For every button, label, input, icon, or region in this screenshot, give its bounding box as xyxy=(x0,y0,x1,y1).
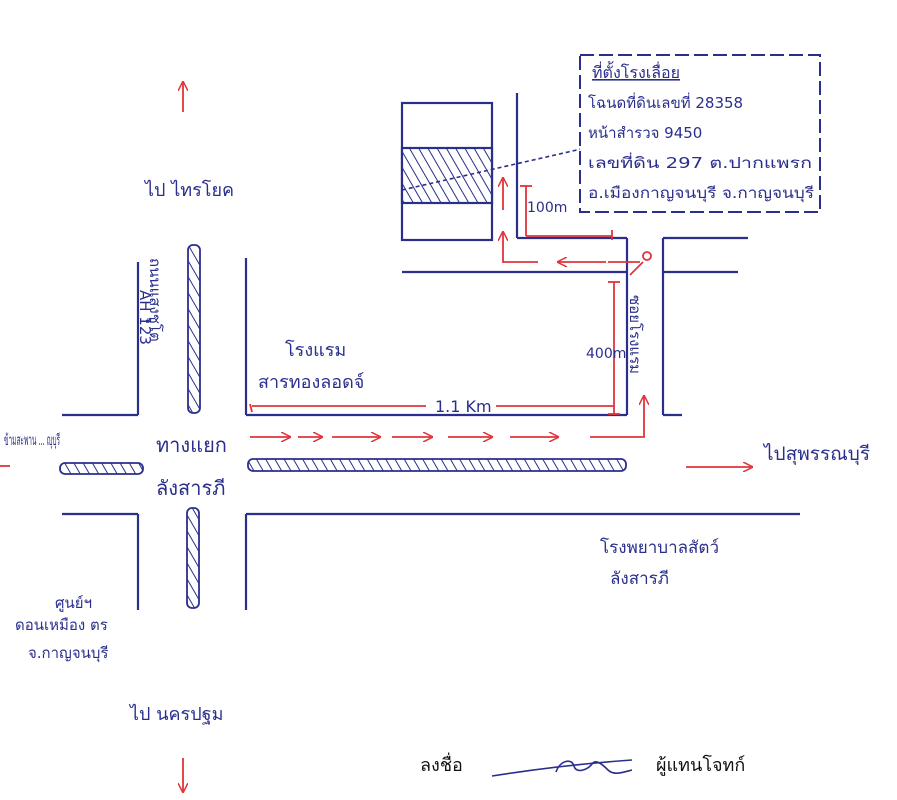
hotel-line2: สารทองลอดจ์ xyxy=(258,372,364,393)
distance-side: 400m xyxy=(586,346,626,362)
intersection-line1: ทางแยก xyxy=(156,433,227,457)
distance-last: 100m xyxy=(527,200,567,216)
address-line2: หน้าสำรวจ 9450 xyxy=(588,124,702,142)
center-line1: ศูนย์ฯ xyxy=(55,594,92,612)
address-title: ที่ตั้งโรงเลื่อย xyxy=(592,61,680,82)
direction-north: ไป ไทรโยค xyxy=(143,179,234,201)
median-south xyxy=(186,507,200,609)
gate-mark xyxy=(629,261,644,276)
signature-scribble xyxy=(491,759,633,777)
highway-name: ถนนแสงชูโต xyxy=(146,258,164,342)
gate-mark xyxy=(642,251,652,261)
address-line3: เลขที่ดิน 297 ต.ปากแพรก xyxy=(588,152,812,172)
hospital-line1: โรงพยาบาลสัตว์ xyxy=(600,537,719,558)
distance-main: 1.1 Km xyxy=(435,397,492,416)
route xyxy=(0,82,752,792)
building-hatched-area xyxy=(400,146,494,205)
median-north xyxy=(187,244,201,414)
address-box xyxy=(579,54,821,213)
center-line2: ดอนเหมือง ตร xyxy=(15,616,108,634)
median-east xyxy=(247,458,627,472)
route-turn xyxy=(590,396,644,438)
center-line3: จ.กาญจนบุรี xyxy=(28,644,108,663)
intersection-line2: ลังสารภี xyxy=(156,476,225,500)
road-outlines xyxy=(62,93,800,610)
medians xyxy=(59,244,627,609)
hospital-line2: ลังสารภี xyxy=(610,569,669,589)
hotel-line1: โรงแรม xyxy=(285,339,346,361)
direction-west: ข้ามสะพาน ... ญุบุรี xyxy=(4,431,60,450)
highway-code: AH 123 xyxy=(136,290,154,345)
route-turn xyxy=(503,232,538,263)
signature-label: ลงชื่อ xyxy=(420,752,463,775)
median-west xyxy=(59,462,144,475)
sawmill-building xyxy=(400,101,494,242)
address-line1: โฉนดที่ดินเลขที่ 28358 xyxy=(588,92,743,112)
direction-south: ไป นครปฐม xyxy=(128,703,223,725)
address-line4: อ.เมืองกาญจนบุรี จ.กาญจนบุรี xyxy=(588,184,814,203)
side-street-name: ซอยโรงแรม xyxy=(626,295,644,374)
signature-role: ผู้แทนโจทก์ xyxy=(656,754,745,776)
distance-bracket xyxy=(249,403,253,413)
direction-east: ไปสุพรรณบุรี xyxy=(762,443,870,466)
